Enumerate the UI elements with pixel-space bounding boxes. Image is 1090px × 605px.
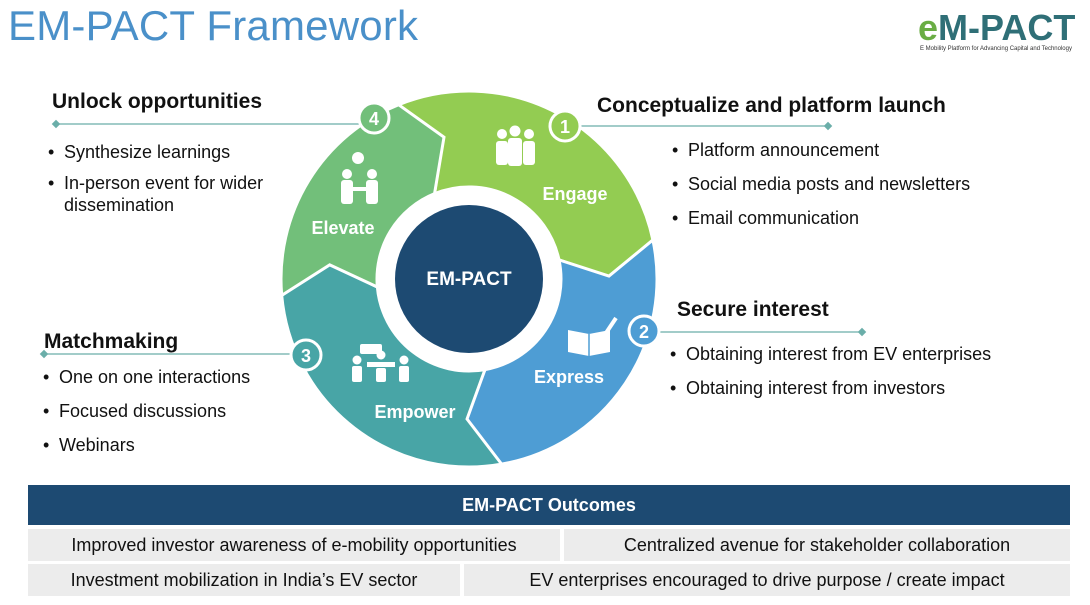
segment-engage: [395, 89, 655, 281]
team-icon: [496, 125, 535, 166]
unlock-list: Synthesize learnings In-person event for…: [48, 141, 298, 225]
list-item: Synthesize learnings: [48, 141, 298, 163]
matchmaking-list: One on one interactions Focused discussi…: [43, 366, 303, 465]
stage-badges: 1 2 3 4: [289, 101, 661, 372]
diamond-2: [857, 327, 867, 337]
outcomes-header: EM-PACT Outcomes: [28, 485, 1070, 525]
heading-matchmaking: Matchmaking: [44, 330, 179, 353]
stage-name-empower: Empower: [374, 402, 455, 422]
outcome-item: Improved investor awareness of e-mobilit…: [28, 529, 560, 561]
list-item: One on one interactions: [43, 366, 303, 388]
outcome-item: Centralized avenue for stakeholder colla…: [564, 529, 1070, 561]
stage-name-elevate: Elevate: [311, 218, 374, 238]
diamond-3: [39, 349, 49, 359]
logo-e: e: [918, 7, 939, 48]
list-item: Platform announcement: [672, 139, 1072, 161]
list-item: Obtaining interest from EV enterprises: [670, 343, 1080, 365]
meeting-icon: [352, 344, 409, 382]
center-circle: [395, 205, 543, 353]
heading-unlock-opportunities: Unlock opportunities: [52, 90, 262, 113]
diamond-4: [51, 119, 61, 129]
logo-text: eM-PACT: [918, 8, 1075, 48]
list-item: Email communication: [672, 207, 1072, 229]
stage-name-express: Express: [534, 367, 604, 387]
center-label: EM-PACT: [426, 269, 512, 290]
handshake-icon: [341, 152, 378, 204]
diamond-1: [823, 121, 833, 131]
segment-elevate: [279, 102, 446, 298]
connector-lines: [44, 123, 862, 355]
logo-tagline: E Mobility Platform for Advancing Capita…: [920, 46, 1072, 52]
stage-name-engage: Engage: [542, 184, 607, 204]
list-item: Social media posts and newsletters: [672, 173, 1072, 195]
list-item: Focused discussions: [43, 400, 303, 422]
heading-conceptualize: Conceptualize and platform launch: [597, 94, 946, 117]
list-item: Webinars: [43, 434, 303, 456]
badge-number-2: 2: [639, 322, 649, 342]
logo-text-rest: M-PACT: [938, 7, 1076, 48]
conceptualize-list: Platform announcement Social media posts…: [672, 139, 1072, 238]
list-item: In-person event for wider dissemination: [48, 172, 298, 216]
outcome-item: Investment mobilization in India’s EV se…: [28, 564, 460, 596]
secure-list: Obtaining interest from EV enterprises O…: [670, 343, 1080, 408]
book-pen-icon: [568, 316, 618, 356]
heading-secure-interest: Secure interest: [677, 298, 829, 321]
empact-logo: eM-PACT E Mobility Platform for Advancin…: [918, 8, 1084, 54]
badge-number-1: 1: [560, 117, 570, 137]
badge-number-4: 4: [369, 109, 379, 129]
page-title: EM-PACT Framework: [8, 2, 419, 49]
outcome-item: EV enterprises encouraged to drive purpo…: [464, 564, 1070, 596]
badge-number-3: 3: [301, 346, 311, 366]
list-item: Obtaining interest from investors: [670, 377, 1080, 399]
